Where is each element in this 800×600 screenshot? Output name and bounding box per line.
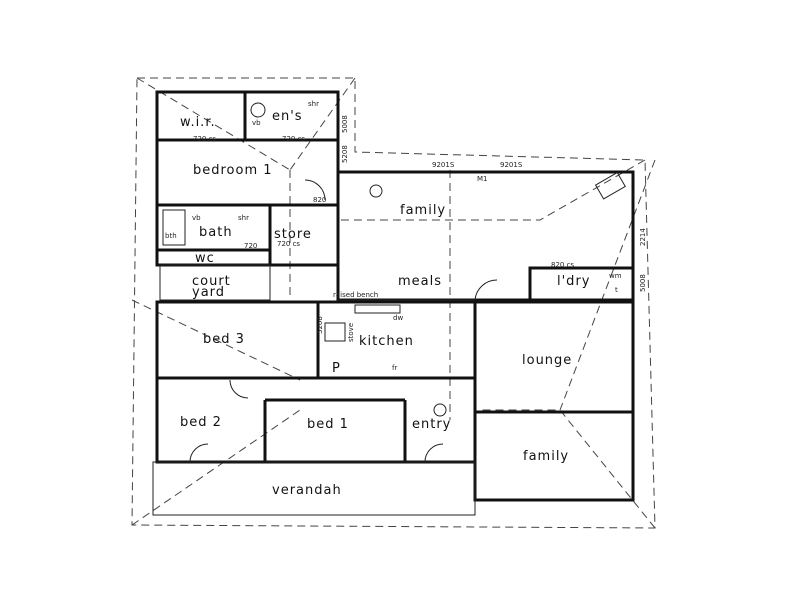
room-store: store bbox=[274, 227, 312, 242]
note-cs: 720 cs bbox=[277, 240, 300, 248]
note-raised-bench: raised bench bbox=[333, 291, 378, 299]
note-vb: vb bbox=[252, 119, 261, 127]
room-lounge: lounge bbox=[522, 353, 572, 368]
note-window: 9201S bbox=[500, 161, 523, 169]
roof-hip-lines bbox=[131, 77, 656, 529]
room-kitchen: kitchen bbox=[359, 334, 414, 349]
note-stove: stove bbox=[347, 323, 355, 342]
room-bedroom1: bedroom 1 bbox=[193, 163, 273, 178]
note-vb: vb bbox=[192, 214, 201, 222]
room-verandah: verandah bbox=[272, 483, 342, 498]
note-window: 5208 bbox=[316, 316, 324, 334]
note-window: 5008 bbox=[639, 274, 647, 292]
note-door: 820 bbox=[313, 196, 326, 204]
note-bth: bth bbox=[165, 232, 177, 240]
note-m1: M1 bbox=[477, 175, 488, 183]
note-fridge: fr bbox=[392, 364, 397, 372]
room-labels: w.i.r. en's bedroom 1 family bath store … bbox=[180, 109, 590, 498]
note-door: 720 bbox=[244, 242, 257, 250]
walls bbox=[152, 90, 635, 516]
room-meals: meals bbox=[398, 274, 442, 289]
annotations: vb shr 720 cs 720 cs 5008 5208 820 9201S… bbox=[165, 100, 647, 376]
room-entry: entry bbox=[412, 417, 451, 432]
note-window: 5208 bbox=[341, 145, 349, 163]
note-wm: wm bbox=[609, 272, 622, 280]
note-shr: shr bbox=[308, 100, 319, 108]
note-pantry: P bbox=[332, 361, 341, 376]
note-shr: shr bbox=[238, 214, 249, 222]
room-bath: bath bbox=[199, 225, 233, 240]
fixtures bbox=[162, 102, 626, 463]
note-window: 5008 bbox=[341, 115, 349, 133]
note-cs: 720 cs bbox=[282, 135, 305, 143]
room-bed2: bed 2 bbox=[180, 415, 222, 430]
note-cs: 720 cs bbox=[193, 135, 216, 143]
note-cs: 820 cs bbox=[551, 261, 574, 269]
room-bed1: bed 1 bbox=[307, 417, 349, 432]
room-yard: yard bbox=[192, 285, 225, 300]
note-window: 9201S bbox=[432, 161, 455, 169]
room-family-rear: family bbox=[400, 203, 446, 218]
room-wir: w.i.r. bbox=[180, 115, 216, 130]
room-ensuite: en's bbox=[272, 109, 303, 124]
note-window: 2214 bbox=[639, 228, 647, 246]
room-court: court bbox=[192, 274, 231, 289]
room-bed3: bed 3 bbox=[203, 332, 245, 347]
room-laundry: l'dry bbox=[557, 274, 590, 289]
note-tub: t bbox=[615, 286, 618, 294]
room-family-front: family bbox=[523, 449, 569, 464]
room-wc: wc bbox=[195, 251, 215, 266]
note-dw: dw bbox=[393, 314, 403, 322]
